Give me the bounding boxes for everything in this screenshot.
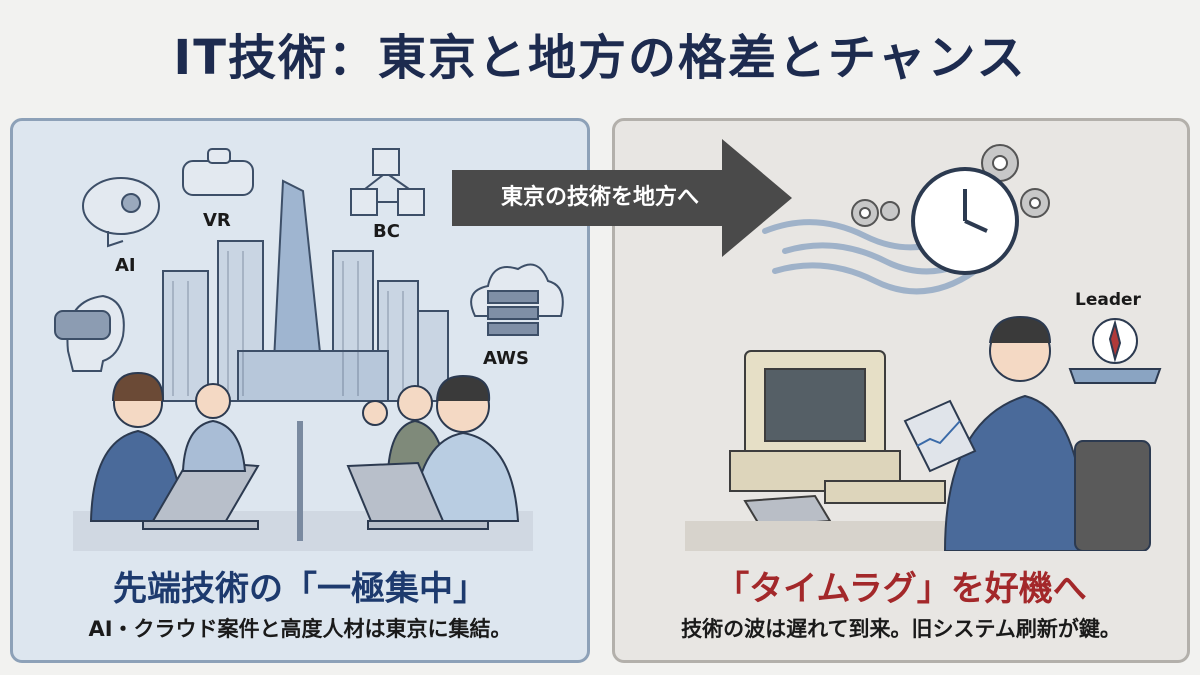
ai-icon-label: AI xyxy=(115,255,136,276)
businessman-figure xyxy=(943,315,1151,551)
tokyo-subtext: AI・クラウド案件と高度人材は東京に集結。 xyxy=(88,617,512,641)
page-title: IT技術：東京と地方の格差とチャンス xyxy=(173,30,1027,86)
brain-icon xyxy=(82,177,160,248)
regional-panel: Leader 「タイムラグ」を好機へ 技術の波は遅れて到来。 xyxy=(612,118,1190,663)
vr-icon-label: VR xyxy=(203,210,231,231)
blockchain-icon xyxy=(350,148,425,216)
skyline-illustration xyxy=(162,179,449,402)
laptop-icon xyxy=(142,459,260,530)
office-worker-2 xyxy=(181,383,247,472)
laptop-icon xyxy=(346,461,489,530)
leader-label: Leader xyxy=(1075,290,1142,310)
tokyo-headline: 先端技術の「一極集中」 xyxy=(113,569,487,609)
bc-icon-label: BC xyxy=(373,221,400,242)
transfer-arrow xyxy=(452,139,792,257)
arrow-label: 東京の技術を地方へ xyxy=(500,185,699,210)
clock-icon xyxy=(911,167,1019,275)
regional-illustration: Leader xyxy=(685,144,1162,551)
vr-headset-icon xyxy=(182,148,254,196)
vr-user-icon xyxy=(54,294,125,372)
retro-computer-icon xyxy=(729,350,946,504)
aws-icon-label: AWS xyxy=(483,348,529,369)
office-worker-1 xyxy=(89,371,185,522)
cloud-server-icon xyxy=(470,263,564,336)
compass-icon xyxy=(1068,318,1162,384)
regional-subtext: 技術の波は遅れて到来。旧システム刷新が鍵。 xyxy=(681,617,1121,641)
regional-headline: 「タイムラグ」を好機へ xyxy=(715,569,1087,609)
tokyo-illustration: AI VR BC AWS xyxy=(54,148,564,551)
gear-icon xyxy=(851,144,1050,227)
tablet-chart-icon xyxy=(903,399,977,473)
